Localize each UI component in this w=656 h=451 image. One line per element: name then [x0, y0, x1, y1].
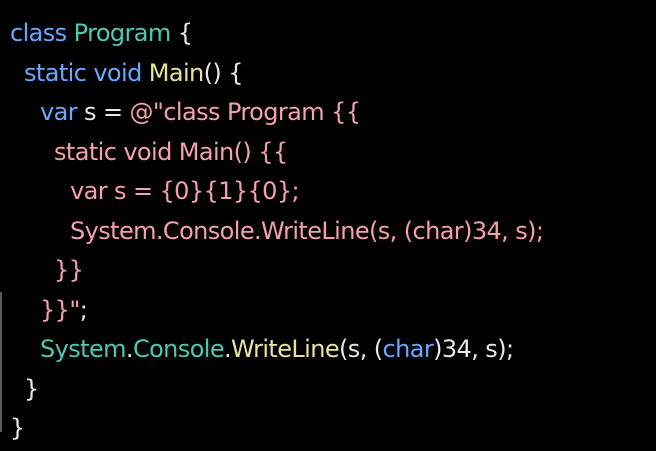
code-line: System.Console.WriteLine(s, (char)34, s)…: [10, 212, 544, 252]
code-token-method: WriteLine: [231, 335, 340, 363]
code-token-string: static void Main() {{: [54, 137, 288, 166]
code-line: }: [10, 409, 543, 449]
code-block[interactable]: class Program {static void Main() {var s…: [10, 14, 544, 449]
code-token-plain: }: [24, 374, 39, 403]
code-token-plain: () {: [203, 58, 244, 87]
code-line: }}";: [10, 291, 543, 331]
code-token-method: Main: [148, 58, 205, 87]
code-token-plain: )34, s);: [433, 335, 514, 363]
code-line: }: [10, 370, 543, 410]
code-token-string: }}: [54, 256, 84, 284]
code-token-plain: }: [10, 414, 25, 442]
code-token-keyword: void: [93, 58, 142, 87]
code-token-string: System.Console.WriteLine(s, (char)34, s)…: [70, 216, 544, 245]
code-token-keyword: static: [24, 58, 87, 87]
code-token-plain: .: [125, 335, 134, 363]
code-token-type: System: [40, 335, 127, 363]
code-token-type: Console: [132, 335, 225, 363]
code-line: }}: [10, 251, 543, 291]
code-token-plain: .: [224, 335, 232, 363]
code-line: static void Main() {: [10, 54, 543, 94]
code-token-keyword: char: [382, 335, 434, 363]
code-line: class Program {: [10, 14, 543, 54]
code-token-keyword: var: [40, 98, 78, 126]
indent-guide: [0, 292, 2, 432]
code-token-plain: (s, (: [339, 335, 383, 363]
code-token-string: var s = {0}{1}{0};: [70, 177, 300, 205]
code-line: var s = @"class Program {{: [10, 93, 543, 133]
code-token-plain: [67, 19, 74, 47]
code-line: System.Console.WriteLine(s, (char)34, s)…: [10, 330, 543, 370]
code-token-plain: s =: [76, 98, 130, 126]
code-token-plain: {: [170, 19, 193, 47]
code-token-keyword: class: [10, 19, 67, 47]
code-token-type: Program: [73, 19, 172, 47]
code-token-string: }}": [40, 295, 80, 324]
code-token-string: @"class Program {{: [129, 98, 361, 126]
code-token-plain: [142, 59, 149, 87]
code-token-plain: ;: [79, 295, 88, 324]
code-line: static void Main() {{: [10, 133, 543, 173]
code-line: var s = {0}{1}{0};: [10, 172, 543, 212]
